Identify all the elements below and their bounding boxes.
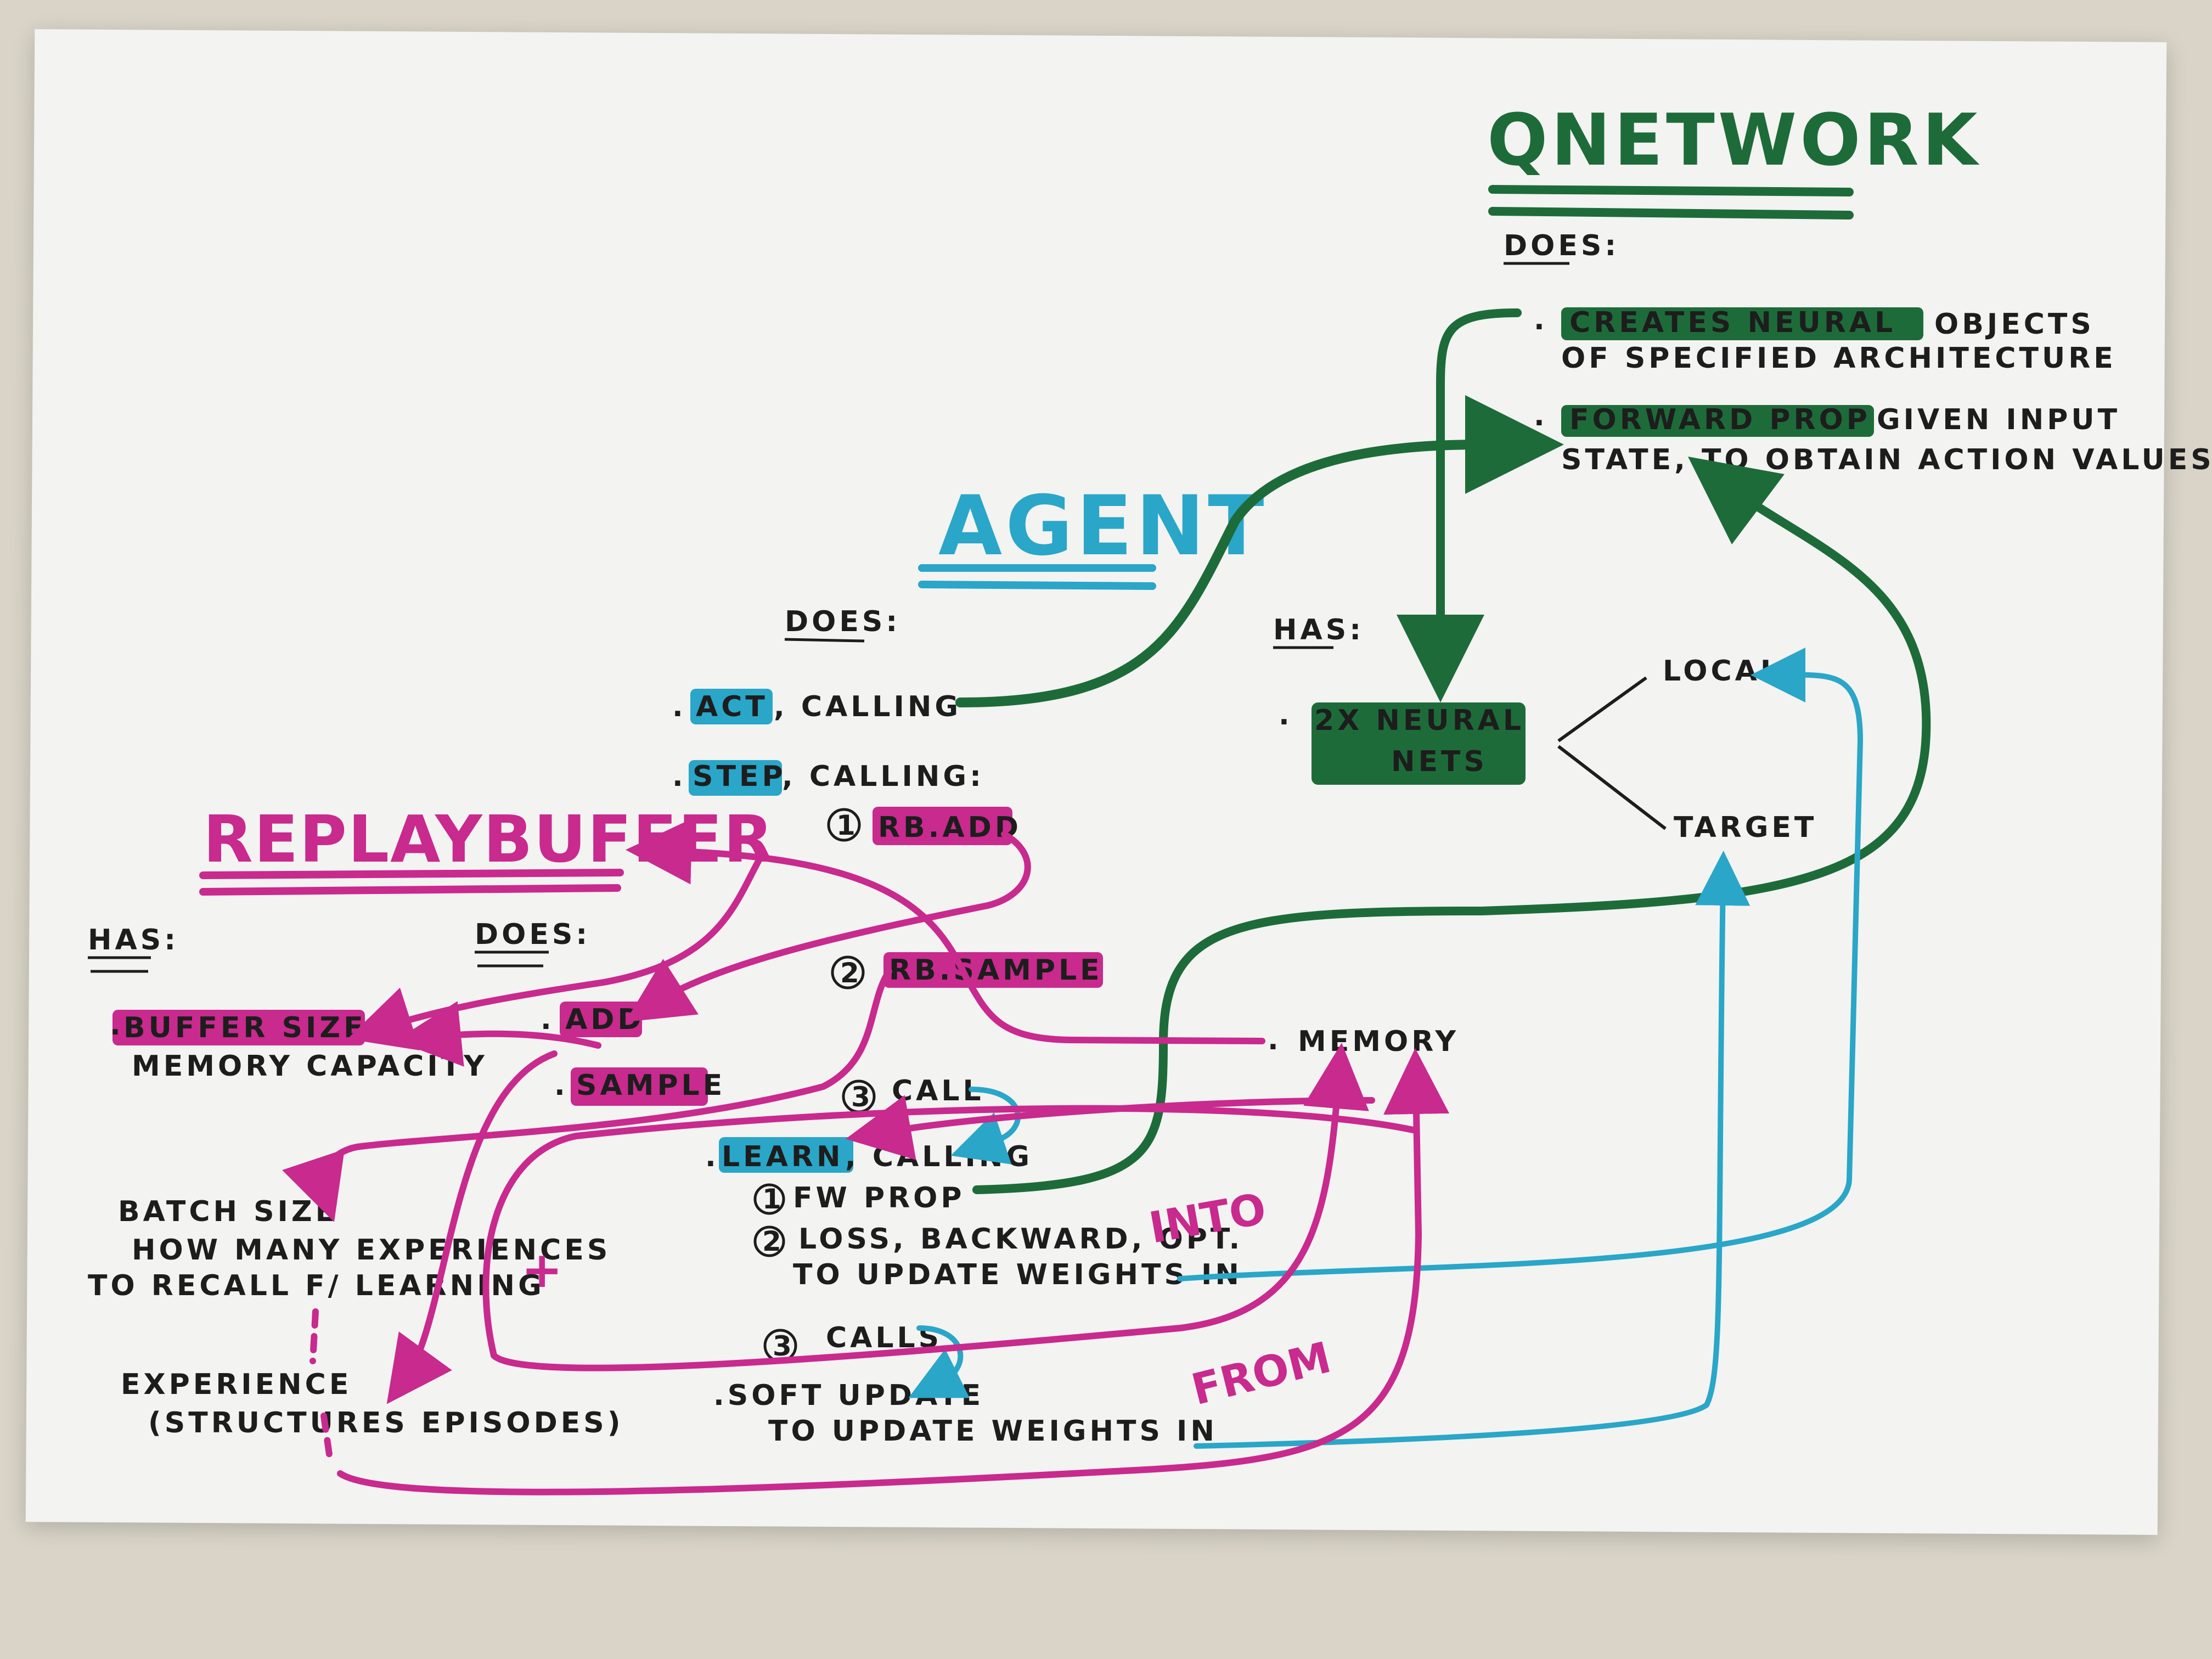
rb-buffer-size: BUFFER SIZE — [123, 1011, 367, 1044]
agent-step-bullet: . — [672, 760, 686, 793]
agent-step-highlight — [689, 760, 782, 796]
qnet-creates-highlight — [1561, 307, 1923, 340]
agent-does-label: DOES: — [785, 605, 900, 638]
rb-sample: SAMPLE — [576, 1069, 725, 1102]
learn-step-1-num: 1 — [762, 1183, 781, 1215]
agent-does-underline — [784, 638, 865, 643]
agent-nets-line2: NETS — [1391, 745, 1488, 778]
qnet-forward-rest: GIVEN INPUT — [1877, 403, 2120, 436]
rb-does-label: DOES: — [475, 918, 590, 951]
plus-sign: + — [521, 1241, 562, 1299]
rb-has-label: HAS: — [88, 924, 179, 957]
buffer-size-highlight — [112, 1010, 365, 1045]
soft-update-line2: TO UPDATE WEIGHTS IN — [768, 1415, 1218, 1448]
memory-loop-into-arrow — [482, 1043, 1419, 1371]
memory-to-add-arrow — [395, 1001, 601, 1067]
agent-memory: MEMORY — [1298, 1025, 1459, 1058]
rb-batch-desc2: TO RECALL F/ LEARNING — [88, 1269, 545, 1302]
qnet-bullet-1: . — [1534, 303, 1548, 336]
creates-to-nets-arrow — [1397, 308, 1522, 702]
agent-has-label: HAS: — [1273, 614, 1364, 646]
agent-learn-bullet: . — [705, 1140, 719, 1173]
step-call-3-num: 3 — [851, 1081, 870, 1113]
step-call-2-text: RB.SAMPLE — [889, 954, 1103, 987]
agent-nets-highlight — [1312, 702, 1526, 785]
add-to-experience-arrow — [386, 1050, 558, 1404]
qnet-forward-highlight-text: FORWARD PROP — [1569, 403, 1871, 436]
rb-batch-size: BATCH SIZE — [118, 1195, 338, 1228]
agent-memory-bullet: . — [1268, 1023, 1282, 1056]
rb-sample-bullet: . — [554, 1069, 569, 1102]
qnet-creates-highlight-text: CREATES NEURAL — [1569, 306, 1896, 339]
learn-step-2-num: 2 — [762, 1225, 781, 1257]
step-call-2-circle — [831, 955, 865, 989]
add-highlight — [560, 1002, 642, 1037]
memory-to-replaybuffer-arrow — [626, 818, 1265, 1044]
rb-buffer-size-bullet: . — [110, 1009, 124, 1042]
qnet-forward-line2: STATE, TO OBTAIN ACTION VALUES — [1561, 443, 2212, 476]
sample-highlight — [571, 1067, 708, 1106]
agent-learn-highlight — [719, 1137, 853, 1173]
rb-sample-call-highlight — [883, 952, 1103, 988]
soft-update-call-loop — [908, 1325, 970, 1398]
qnet-does-label: DOES: — [1504, 229, 1619, 262]
agent-title: AGENT — [938, 479, 1268, 574]
rb-add-bullet: . — [541, 1003, 555, 1036]
agent-act-rest: , CALLING — [774, 690, 961, 723]
rb-add: ADD — [565, 1003, 645, 1036]
rb-experience-desc: (STRUCTURES EPISODES) — [148, 1407, 623, 1439]
experience-to-memory-from-arrow — [337, 1048, 1450, 1495]
rb-add-call-highlight — [873, 807, 1012, 845]
step-call-2-num: 2 — [840, 957, 859, 989]
agent-step-rest: , CALLING: — [782, 760, 984, 793]
replaybuffer-title: REPLAYBUFFER — [203, 801, 774, 877]
from-label: FROM — [1187, 1333, 1336, 1415]
qnet-bullet-2: . — [1534, 400, 1548, 432]
rb-experience: EXPERIENCE — [121, 1368, 352, 1401]
rb-does-underline — [475, 951, 549, 968]
qnetwork-title: QNETWORK — [1487, 98, 1981, 182]
rb-sample-to-batchsize-arrow — [282, 968, 892, 1222]
agent-step: STEP — [693, 760, 786, 793]
act-to-forward-arrow — [955, 395, 1564, 707]
step-call-1-num: 1 — [836, 809, 855, 841]
learn-step-1-text: FW PROP — [793, 1182, 965, 1214]
learn-to-local-arrow — [1177, 647, 1864, 1281]
rb-memory-capacity: MEMORY CAPACITY — [132, 1050, 488, 1083]
learn-step-2-line1: LOSS, BACKWARD, OPT. — [798, 1223, 1243, 1256]
step-call-1-text: RB.ADD — [878, 811, 1022, 844]
agent-nets-bullet: . — [1279, 699, 1293, 732]
agent-target: TARGET — [1674, 811, 1817, 844]
qnet-creates-line2: OF SPECIFIED ARCHITECTURE — [1561, 342, 2117, 375]
agent-local: LOCAL — [1663, 655, 1782, 688]
qnetwork-title-underline — [1488, 185, 1854, 220]
agent-act-highlight — [690, 689, 773, 724]
learn-step-1-circle — [753, 1183, 785, 1215]
soft-update-to-target-arrow — [1194, 851, 1751, 1449]
agent-act-bullet: . — [672, 690, 686, 723]
rb-has-underline — [88, 956, 151, 973]
rb-batch-desc1: HOW MANY EXPERIENCES — [132, 1234, 611, 1267]
learn-step-2-line2: TO UPDATE WEIGHTS IN — [793, 1258, 1242, 1291]
qnet-creates-rest: OBJECTS — [1934, 308, 2095, 341]
replaybuffer-title-underline — [199, 869, 624, 896]
sample-to-learn-arrow — [845, 1095, 1375, 1160]
agent-learn-rest: , CALLING — [845, 1140, 1033, 1173]
batch-dashed-line — [309, 1308, 333, 1458]
step-call-1-circle — [827, 808, 861, 842]
agent-title-underline — [918, 564, 1156, 590]
agent-learn: LEARN — [722, 1140, 843, 1173]
into-label: INTO — [1146, 1184, 1270, 1253]
learn-step-2-circle — [753, 1225, 785, 1257]
nets-split-lines — [1557, 676, 1667, 830]
agent-act: ACT — [696, 690, 768, 723]
rb-add-to-add-arrow — [625, 831, 1031, 1022]
agent-nets-line1: 2X NEURAL — [1314, 704, 1524, 737]
qnet-forward-highlight — [1561, 405, 1874, 437]
soft-update-line1: .SOFT UPDATE — [713, 1379, 984, 1412]
